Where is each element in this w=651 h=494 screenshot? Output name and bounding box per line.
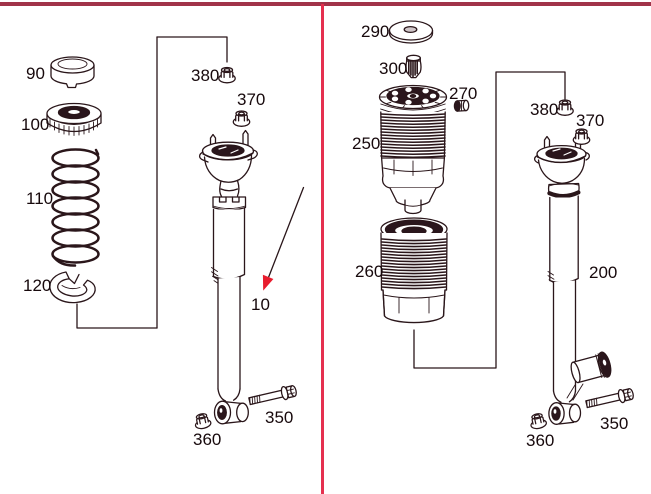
strut-cap-drawing	[50, 56, 95, 89]
support-bearing-drawing	[46, 102, 102, 136]
part-label-380-left: 380	[191, 66, 220, 85]
part-label-350-left: 350	[265, 408, 294, 427]
lower-nut-right-drawing	[528, 411, 548, 431]
part-label-260: 260	[355, 262, 384, 281]
panel-divider	[321, 4, 324, 494]
left-bracket-lines	[76, 36, 228, 329]
part-label-290: 290	[361, 22, 390, 41]
part-label-300: 300	[379, 59, 408, 78]
shock-absorber-left-drawing	[198, 129, 258, 425]
part-label-100: 100	[21, 115, 50, 134]
top-nut-right-drawing	[556, 99, 574, 116]
adjustment-unit-drawing	[570, 351, 612, 384]
part-label-90: 90	[26, 64, 45, 83]
part-label-370-left: 370	[237, 90, 266, 109]
coil-spring-drawing	[51, 148, 100, 267]
bushing-drawing	[453, 99, 470, 112]
bolt-left-drawing	[247, 383, 299, 409]
valve-drawing	[405, 54, 422, 79]
part-label-10: 10	[251, 295, 270, 314]
bolt-right-drawing	[584, 386, 636, 412]
red-arrow-icon	[262, 186, 305, 291]
top-border	[0, 2, 651, 6]
part-label-250: 250	[352, 134, 381, 153]
washer-drawing	[388, 20, 434, 44]
part-label-200: 200	[589, 263, 618, 282]
part-label-360-left: 360	[193, 430, 222, 449]
part-label-350-right: 350	[600, 414, 629, 433]
mount-nut-right-drawing	[572, 128, 591, 145]
dust-boot-drawing	[380, 217, 448, 324]
part-label-120: 120	[23, 276, 52, 295]
lower-nut-left-drawing	[192, 411, 213, 431]
part-label-110: 110	[26, 189, 54, 208]
right-bracket-lines	[413, 71, 566, 369]
mount-nut-left-drawing	[232, 110, 251, 127]
top-nut-left-drawing	[218, 66, 236, 84]
spring-seat-drawing	[49, 271, 96, 304]
air-spring-drawing	[378, 84, 448, 215]
part-label-380-right: 380	[530, 100, 559, 119]
part-label-360-right: 360	[526, 431, 555, 450]
shock-absorber-right-drawing	[533, 131, 612, 425]
part-label-370-right: 370	[576, 111, 605, 130]
part-label-270: 270	[449, 84, 478, 103]
